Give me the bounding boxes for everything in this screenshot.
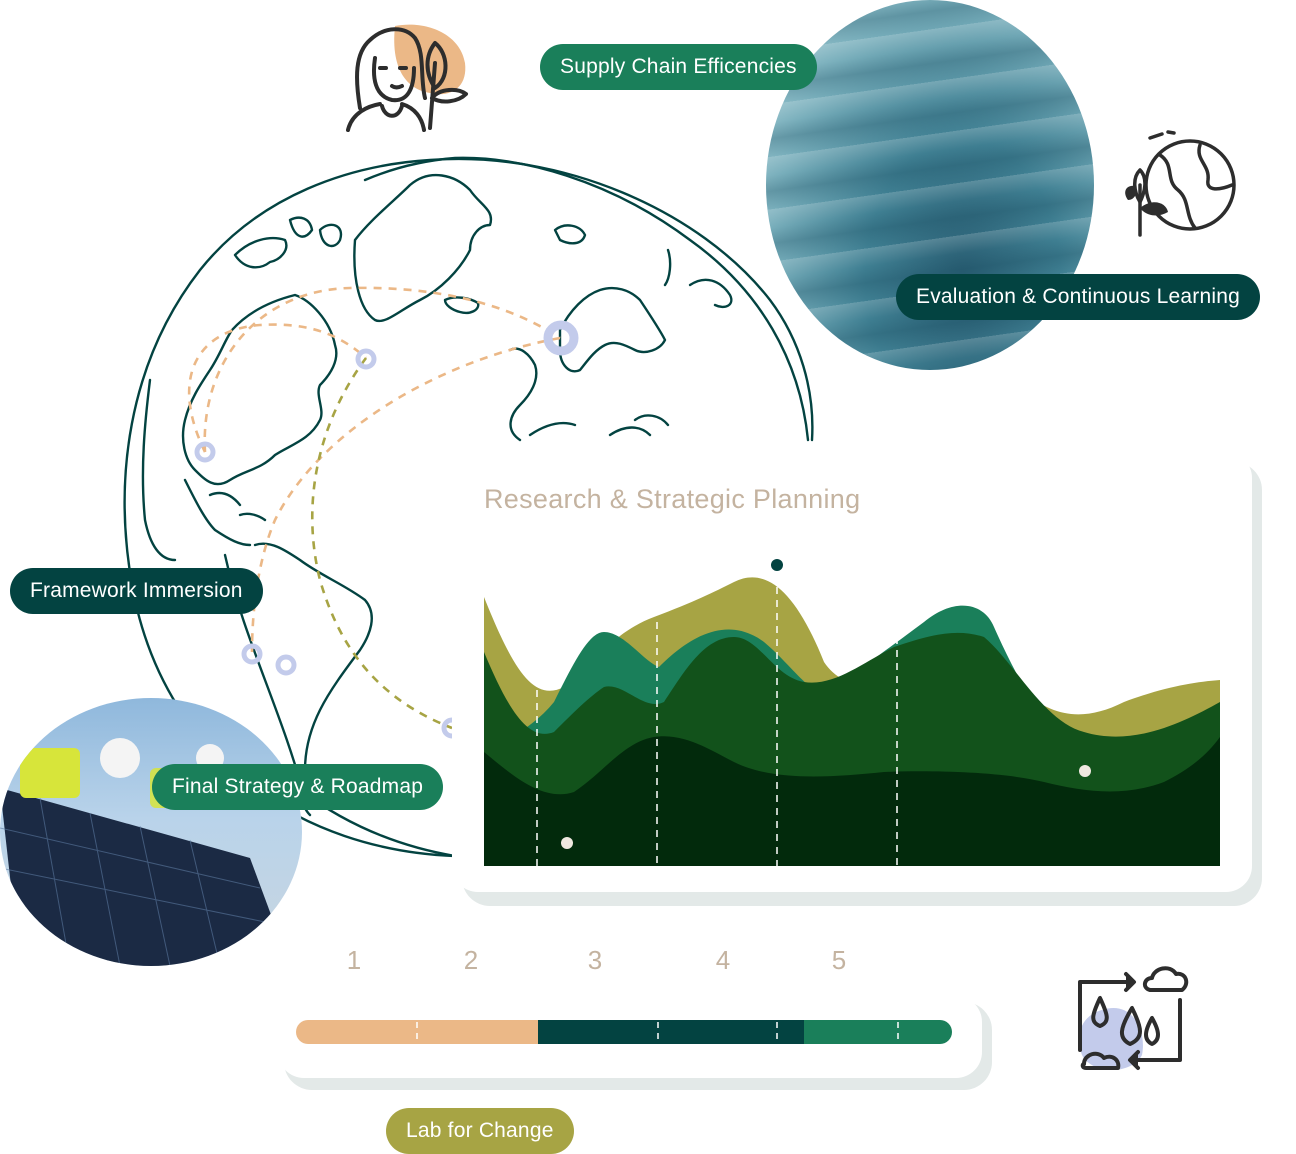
svalbard bbox=[553, 224, 587, 245]
location-marker bbox=[241, 643, 263, 665]
north-america bbox=[181, 293, 338, 486]
earth-with-sprout-icon bbox=[1125, 130, 1236, 237]
africa-top bbox=[528, 414, 670, 437]
europe bbox=[508, 347, 538, 442]
west-coast bbox=[141, 378, 177, 562]
scandinavia bbox=[558, 286, 667, 373]
data-marker-light bbox=[1079, 765, 1091, 777]
chart-card: Research & Strategic Planning bbox=[452, 452, 1252, 892]
woman-with-plant-icon bbox=[346, 24, 468, 132]
timeline-segment-2 bbox=[538, 1020, 804, 1044]
label-final-strategy: Final Strategy & Roadmap bbox=[152, 764, 444, 810]
central-america bbox=[183, 478, 252, 547]
arctic-islands bbox=[233, 216, 343, 269]
greenland bbox=[353, 173, 493, 323]
label-framework: Framework Immersion bbox=[10, 568, 263, 614]
location-marker bbox=[194, 441, 216, 463]
step-number-1: 1 bbox=[346, 945, 362, 975]
timeline-segment-3 bbox=[804, 1020, 952, 1044]
iceland bbox=[443, 296, 480, 315]
novaya bbox=[663, 248, 672, 287]
step-number-3: 3 bbox=[587, 945, 603, 975]
step-number-2: 2 bbox=[463, 945, 479, 975]
timeline-progress-bar bbox=[296, 1020, 952, 1044]
step-number-4: 4 bbox=[715, 945, 731, 975]
data-marker-dark bbox=[771, 559, 783, 571]
solar-panel bbox=[0, 788, 290, 966]
caribbean bbox=[208, 491, 267, 522]
step-number-5: 5 bbox=[831, 945, 847, 975]
area-chart bbox=[484, 559, 1220, 866]
route-olive-1 bbox=[310, 357, 453, 730]
location-marker bbox=[543, 320, 579, 356]
solar-workers-photo bbox=[0, 698, 302, 966]
data-marker-light bbox=[561, 837, 573, 849]
east-coast bbox=[688, 278, 733, 309]
label-supply-chain: Supply Chain Efficencies bbox=[540, 44, 817, 90]
route-peach-2 bbox=[203, 286, 561, 453]
route-peach-3 bbox=[250, 336, 561, 653]
label-lab-for-change: Lab for Change bbox=[386, 1108, 574, 1154]
water-cycle-icon bbox=[1078, 966, 1189, 1070]
globe-back-arc bbox=[363, 156, 810, 442]
location-marker bbox=[355, 348, 377, 370]
series-deep-forest bbox=[484, 736, 1220, 866]
label-evaluation: Evaluation & Continuous Learning bbox=[896, 274, 1260, 320]
chart-title: Research & Strategic Planning bbox=[484, 484, 861, 514]
route-peach-1 bbox=[187, 323, 367, 453]
location-marker bbox=[275, 654, 297, 676]
